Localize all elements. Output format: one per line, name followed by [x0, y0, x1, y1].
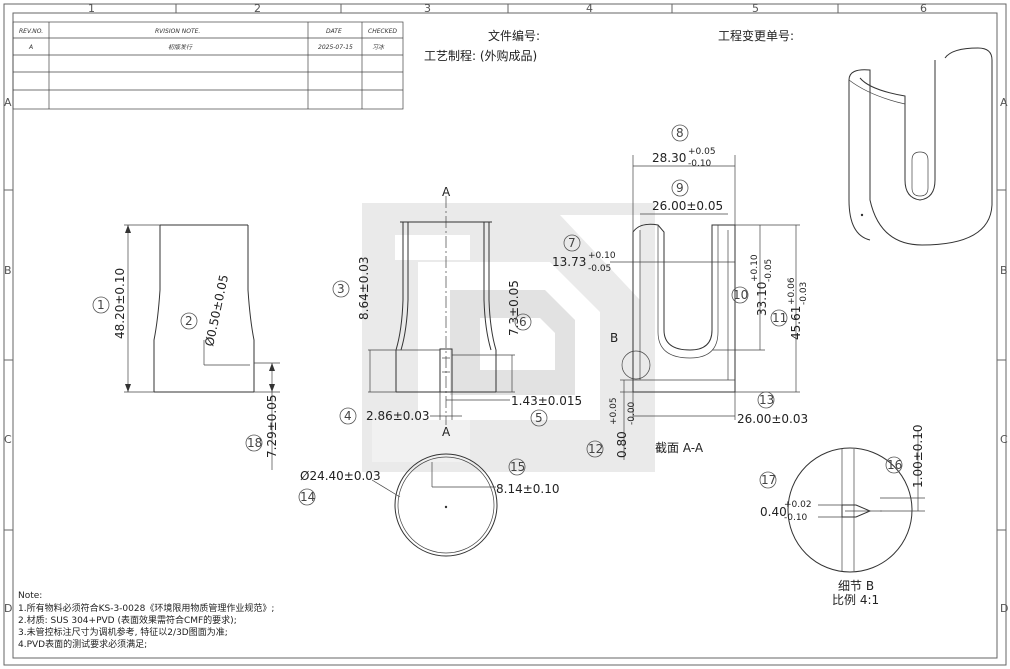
dim-detail-height: 1.00±0.10	[911, 425, 925, 489]
grid-row-a: A	[4, 96, 12, 109]
grid-row-d: D	[4, 602, 12, 615]
section-mark-bottom: A	[442, 425, 451, 439]
rev-header-date: DATE	[326, 28, 342, 35]
balloon-10: 10	[733, 288, 748, 302]
note-line-2: 2.材质: SUS 304+PVD (表面效果需符合CMF的要求);	[18, 614, 237, 626]
rev-row-1-checked: 习冰	[372, 43, 385, 51]
balloon-16: 16	[887, 458, 902, 472]
balloon-15: 15	[510, 460, 525, 474]
detail-mark-b: B	[610, 331, 618, 345]
balloon-3: 3	[337, 282, 345, 296]
dim-hole-diameter: Ø0.50±0.05	[202, 273, 231, 347]
dim-base-thickness-low: -0.00	[627, 401, 637, 425]
dim-outer-diameter: Ø24.40±0.03	[300, 469, 381, 483]
dim-slot-length-up: +0.10	[750, 254, 760, 282]
notes-title: Note:	[18, 591, 42, 601]
dim-overall-height: 48.20±0.10	[113, 268, 127, 339]
grid-columns	[4, 4, 1006, 531]
dim-total-length-up: +0.06	[787, 277, 797, 305]
grid-row-b: B	[4, 264, 12, 277]
balloon-9: 9	[676, 181, 684, 195]
dim-detail-depth-low: -0.10	[784, 513, 808, 523]
grid-col-2: 2	[254, 2, 261, 15]
rev-header-no: REV.NO.	[19, 28, 43, 35]
dim-outer-width-base: 28.30	[652, 151, 686, 165]
balloon-17: 17	[761, 473, 776, 487]
balloon-5: 5	[535, 411, 543, 425]
dim-outer-width-up: +0.05	[688, 147, 716, 157]
revision-table: REV.NO. RVISION NOTE. DATE CHECKED A 初版发…	[12, 21, 404, 110]
rev-row-1-date: 2025-07-15	[318, 44, 353, 51]
detail-view-scale: 比例 4:1	[832, 593, 879, 607]
dim-slot-width: 2.86±0.03	[366, 409, 430, 423]
dim-wall-offset-low: -0.05	[588, 264, 611, 274]
dim-base-thickness-base: 0.80	[615, 431, 629, 458]
watermark-logo	[362, 203, 655, 472]
front-view	[124, 224, 280, 470]
dim-slot-length-low: -0.05	[764, 259, 774, 282]
section-view-label: 截面 A-A	[655, 441, 704, 455]
dim-slot-height: 7.3±0.05	[507, 280, 521, 336]
dim-hole-offset: 7.29±0.05	[265, 395, 279, 459]
rev-header-checked: CHECKED	[368, 28, 397, 35]
balloon-2: 2	[185, 314, 193, 328]
note-line-1: 1.所有物料必须符合KS-3-0028《环境限用物质管理作业规范》;	[18, 602, 274, 614]
dim-total-length-base: 45.61	[789, 306, 803, 340]
balloon-18: 18	[247, 436, 262, 450]
grid-col-3: 3	[424, 2, 431, 15]
section-view	[610, 155, 800, 460]
iso-view	[848, 47, 993, 246]
balloon-7: 7	[568, 236, 576, 250]
doc-number-label: 文件编号:	[488, 28, 540, 43]
note-line-4: 4.PVD表面的测试要求必须满足;	[18, 638, 147, 650]
balloon-12: 12	[588, 442, 603, 456]
section-mark-top: A	[442, 185, 451, 199]
note-line-3: 3.未管控标注尺寸为调机参考, 特征以2/3D图面为准;	[18, 626, 228, 638]
grid-col-4: 4	[586, 2, 593, 15]
slot-view	[368, 196, 515, 425]
balloons	[92, 124, 903, 506]
rev-header-note: RVISION NOTE.	[155, 28, 200, 35]
top-view	[371, 453, 498, 557]
balloon-8: 8	[676, 126, 684, 140]
grid-row-c: C	[4, 433, 12, 446]
dim-top-gap: 8.14±0.10	[496, 482, 560, 496]
process-label: 工艺制程: (外购成品)	[424, 48, 537, 63]
ecn-number-label: 工程变更单号:	[718, 28, 794, 43]
grid-row-b-right: B	[1000, 264, 1008, 277]
dim-base-thickness-up: +0.05	[609, 397, 619, 425]
balloon-4: 4	[344, 409, 352, 423]
dim-wall-offset-up: +0.10	[588, 251, 616, 261]
rev-row-1-note: 初版发行	[168, 43, 193, 51]
dim-total-length-low: -0.03	[799, 282, 809, 305]
balloon-1: 1	[97, 298, 105, 312]
dim-inner-width: 26.00±0.05	[652, 199, 723, 213]
balloon-6: 6	[519, 315, 527, 329]
grid-row-a-right: A	[1000, 96, 1008, 109]
grid-col-1: 1	[88, 2, 95, 15]
grid-col-6: 6	[920, 2, 927, 15]
detail-view-title: 细节 B	[838, 579, 874, 593]
grid-col-5: 5	[752, 2, 759, 15]
dim-outer-width-low: -0.10	[688, 159, 712, 169]
balloon-13: 13	[759, 393, 774, 407]
dim-slot-depth: 8.64±0.03	[357, 257, 371, 321]
balloon-11: 11	[772, 311, 787, 325]
dim-wall-offset-base: 13.73	[552, 255, 586, 269]
dim-detail-depth-base: 0.40	[760, 505, 787, 519]
dim-base-width: 26.00±0.03	[737, 412, 808, 426]
grid-row-c-right: C	[1000, 433, 1008, 446]
grid-row-d-right: D	[1000, 602, 1008, 615]
rev-row-1-rev: A	[28, 44, 33, 51]
detail-view	[787, 430, 925, 573]
dim-slot-half-width: 1.43±0.015	[511, 394, 582, 408]
balloon-14: 14	[300, 490, 315, 504]
dim-detail-depth-up: +0.02	[784, 500, 812, 510]
dim-slot-length-base: 33.10	[755, 282, 769, 316]
